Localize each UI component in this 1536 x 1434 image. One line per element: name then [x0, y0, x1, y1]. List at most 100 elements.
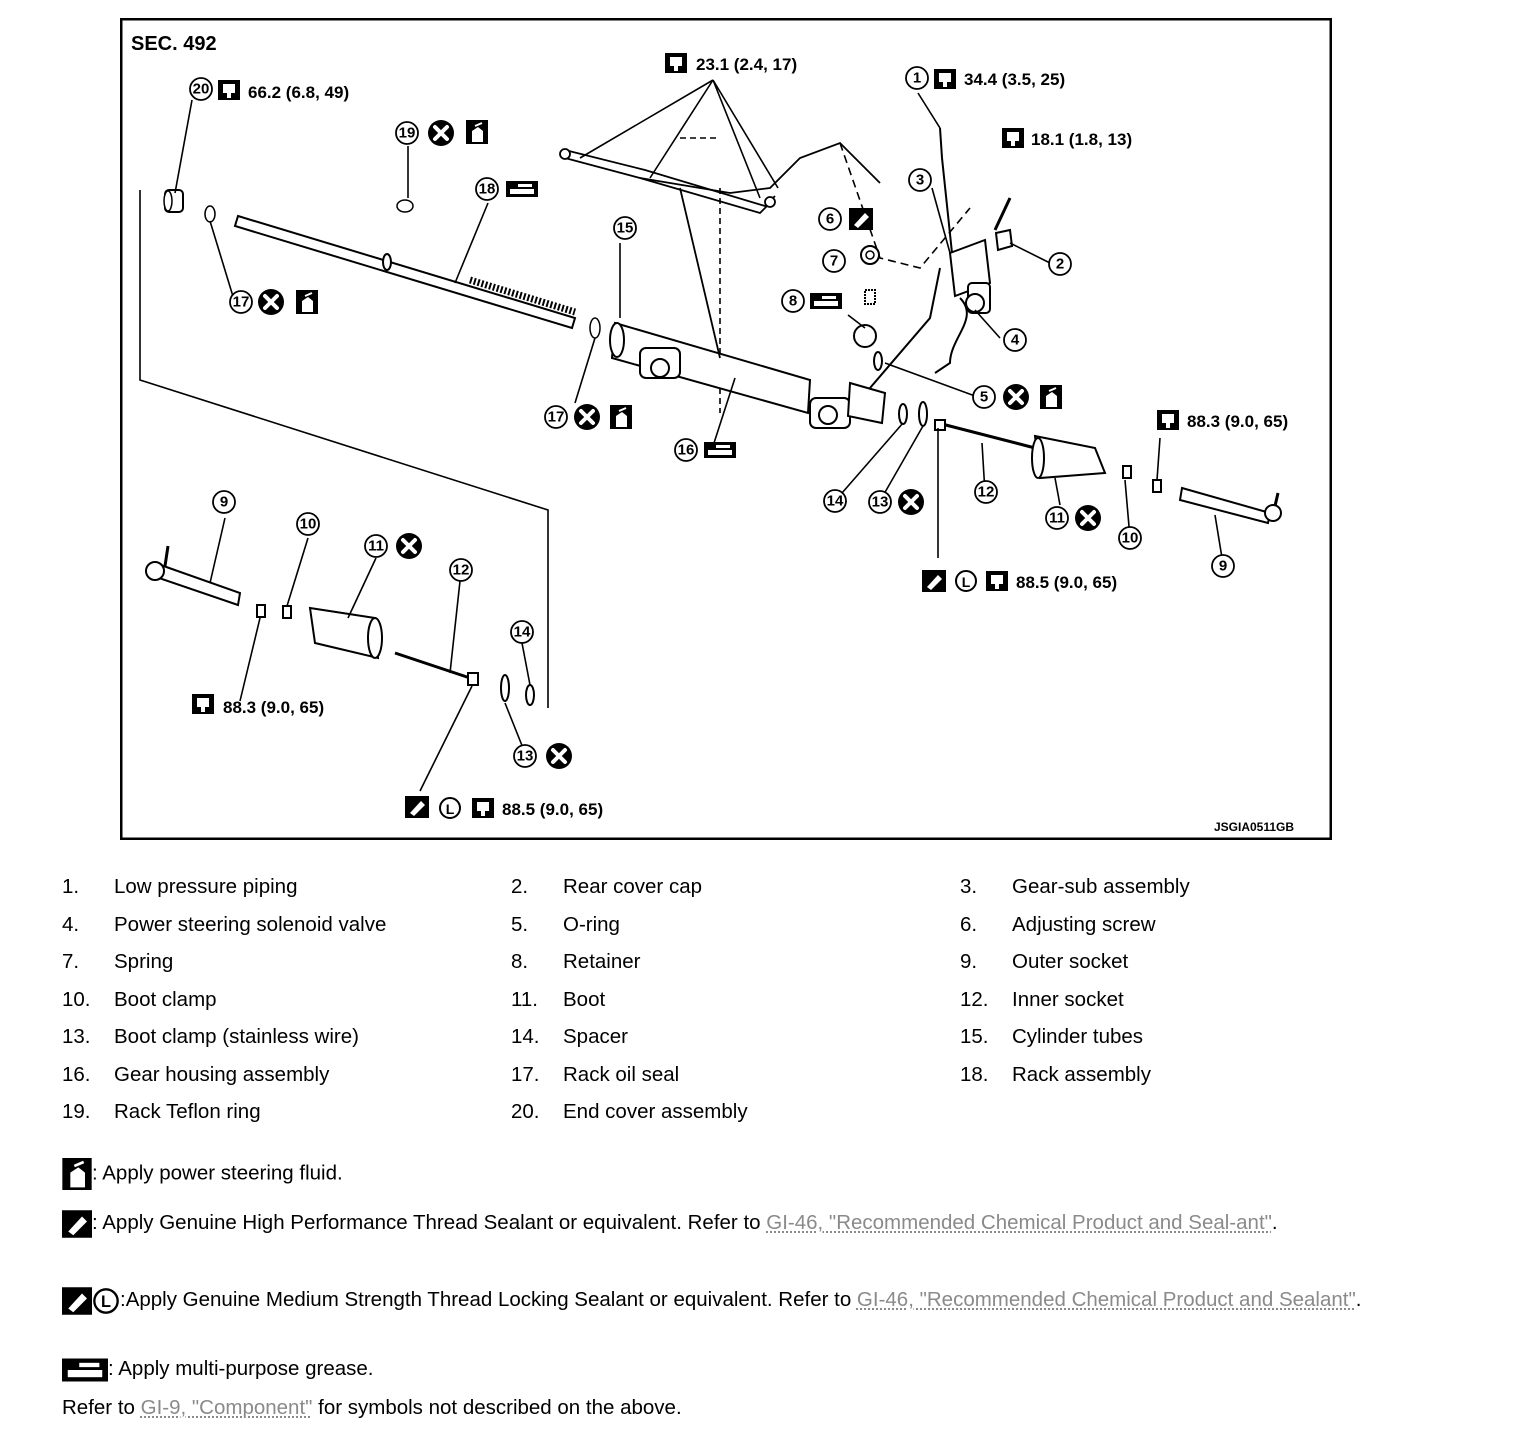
part-item: 5.O-ring: [511, 910, 960, 948]
part-name: Rack assembly: [1012, 1062, 1151, 1086]
note-refer-prefix: Refer to: [62, 1396, 141, 1419]
part-name: Power steering solenoid valve: [114, 912, 387, 936]
part-name: Boot clamp: [114, 987, 217, 1011]
sealant-icon: [922, 570, 946, 592]
svg-text:17: 17: [233, 294, 250, 311]
svg-text:15: 15: [617, 220, 634, 237]
note-grease-text: : Apply multi-purpose grease.: [108, 1357, 374, 1380]
torque-spec-right-outer: 88.3 (9.0, 65): [1187, 412, 1288, 431]
torque-icon: [665, 53, 687, 73]
svg-text:20: 20: [193, 81, 210, 98]
rack-teflon-ring-part: [396, 199, 414, 213]
adjusting-screw-part: [860, 245, 880, 265]
callout-12-right: 12: [974, 480, 998, 504]
part-name: Spring: [114, 950, 174, 973]
note-fluid-text: : Apply power steering fluid.: [92, 1161, 343, 1185]
part-number: 12.: [960, 987, 989, 1011]
part-name: Rear cover cap: [563, 875, 703, 898]
callout-15: 15: [613, 216, 637, 240]
part-name: Low pressure piping: [114, 875, 298, 898]
replace-icon: [1073, 503, 1103, 533]
part-item: 2. Rear cover cap: [511, 872, 960, 910]
part-number: 9.: [960, 950, 978, 973]
part-item: 11.Boot: [511, 985, 960, 1023]
replace-icon: [394, 531, 424, 561]
locking-sealant-icon: [439, 797, 461, 819]
part-name: End cover assembly: [563, 1100, 748, 1123]
callout-8: 8: [781, 289, 805, 313]
svg-text:8: 8: [789, 293, 797, 310]
replace-icon: [572, 402, 602, 432]
part-item: 12. Inner socket: [960, 985, 1409, 1023]
component-reference-link[interactable]: GI-9, "Component": [140, 1396, 313, 1419]
right-tie-rod-group: [898, 401, 1282, 525]
torque-spec-right-inner: 88.5 (9.0, 65): [1016, 573, 1117, 592]
sealant-icon: [849, 208, 873, 230]
part-name: Inner socket: [1012, 987, 1124, 1011]
parts-row: 19.Rack Teflon ring 20.End cover assembl…: [62, 1097, 1462, 1135]
sealant-reference-link[interactable]: GI-46, "Recommended Chemical Product and…: [766, 1211, 1272, 1234]
torque-icon: [986, 571, 1008, 591]
gear-housing-assembly-part: [609, 321, 887, 429]
part-number: 11.: [511, 987, 538, 1011]
part-item: 4.Power steering solenoid valve: [62, 910, 511, 948]
fluid-icon: [62, 1158, 92, 1190]
part-number: 18.: [960, 1062, 989, 1086]
fluid-icon: [609, 404, 633, 430]
part-number: 15.: [960, 1025, 989, 1048]
svg-text:10: 10: [300, 516, 317, 533]
torque-icon: [192, 694, 214, 714]
part-number: 2.: [511, 875, 529, 898]
note-grease: : Apply multi-purpose grease.: [62, 1352, 374, 1384]
part-item: 3.Gear-sub assembly: [960, 872, 1409, 910]
note-locking-end: .: [1355, 1288, 1362, 1311]
figure-code: JSGIA0511GB: [1214, 820, 1294, 834]
torque-icon: [472, 798, 494, 818]
part-number: 7.: [62, 950, 80, 973]
callout-13-left: 13: [513, 744, 537, 768]
svg-text:16: 16: [678, 442, 695, 459]
part-name: Boot clamp (stainless wire): [114, 1025, 359, 1048]
callout-11-left: 11: [364, 534, 388, 558]
callout-12-left: 12: [449, 558, 473, 582]
rack-assembly-part: [233, 214, 577, 330]
callout-3: 3: [908, 168, 932, 192]
grease-icon: [810, 293, 842, 309]
parts-row: 13.Boot clamp (stainless wire) 14.Spacer…: [62, 1022, 1462, 1060]
part-item: 1.Low pressure piping: [62, 872, 511, 910]
callout-20: 20: [189, 77, 213, 101]
parts-legend: 1.Low pressure piping 2. Rear cover cap 3…: [62, 872, 1462, 1135]
retainer-part: [853, 324, 877, 348]
callout-7: 7: [822, 249, 846, 273]
part-name: Rack oil seal: [563, 1062, 680, 1086]
part-item: 8.Retainer: [511, 947, 960, 985]
gear-sub-assembly-part: [869, 238, 992, 389]
callout-18: 18: [475, 177, 499, 201]
sealant-icon: [62, 1209, 92, 1238]
torque-icon: [934, 69, 956, 89]
part-item: 15.Cylinder tubes: [960, 1022, 1409, 1060]
locking-reference-link[interactable]: GI-46, "Recommended Chemical Product and…: [856, 1288, 1356, 1311]
callout-14-left: 14: [510, 620, 534, 644]
replace-icon: [256, 287, 286, 317]
parts-row: 1.Low pressure piping 2. Rear cover cap 3…: [62, 872, 1462, 910]
parts-row: 10.Boot clamp 11.Boot 12.Inner socket: [62, 985, 1462, 1023]
sealant-icon: [62, 1286, 92, 1315]
bolt-part: [993, 197, 1012, 231]
callout-6: 6: [818, 207, 842, 231]
parts-row: 7.Spring 8.Retainer 9.Outer socket: [62, 947, 1462, 985]
svg-text:18: 18: [479, 181, 496, 198]
torque-spec-cylinder-tubes: 23.1 (2.4, 17): [696, 55, 797, 74]
note-locking-sealant: :Apply Genuine Medium Strength Thread Lo…: [62, 1283, 1402, 1315]
replace-icon: [896, 487, 926, 517]
torque-spec-bolt: 18.1 (1.8, 13): [1031, 130, 1132, 149]
replace-icon: [544, 741, 574, 771]
part-number: 13.: [62, 1025, 91, 1048]
grease-icon: [506, 181, 538, 197]
parts-row: 16.Gear housing assembly 17.Rack oil sea…: [62, 1060, 1462, 1098]
locking-sealant-icon: [93, 1287, 119, 1314]
note-sealant: : Apply Genuine High Performance Thread …: [62, 1206, 1402, 1238]
callout-14-right: 14: [823, 489, 847, 513]
svg-text:11: 11: [1049, 510, 1065, 527]
part-number: 19.: [62, 1100, 91, 1123]
